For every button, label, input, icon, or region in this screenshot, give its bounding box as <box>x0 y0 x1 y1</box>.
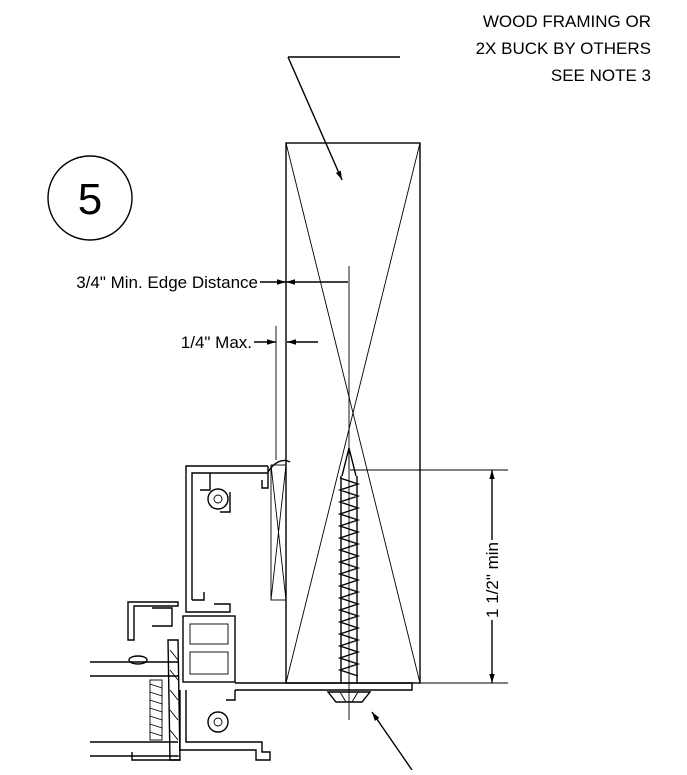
embedment-label: 1 1/2" min <box>483 542 502 618</box>
note-line-3: SEE NOTE 3 <box>551 66 651 85</box>
edge-distance-dimension: 3/4" Min. Edge Distance <box>76 266 350 470</box>
detail-number-callout: 5 <box>47 155 133 241</box>
window-frame-profile <box>127 465 413 761</box>
framing-note: WOOD FRAMING OR 2X BUCK BY OTHERS SEE NO… <box>476 12 651 85</box>
edge-distance-label: 3/4" Min. Edge Distance <box>76 273 258 292</box>
note-leader <box>287 56 400 181</box>
wood-screw <box>326 447 372 720</box>
detail-number: 5 <box>78 175 102 224</box>
max-gap-label: 1/4" Max. <box>181 333 252 352</box>
screw-leader <box>371 711 413 771</box>
embedment-dimension: 1 1/2" min <box>350 469 508 684</box>
note-line-2: 2X BUCK BY OTHERS <box>476 39 651 58</box>
max-gap-dimension: 1/4" Max. <box>181 326 318 460</box>
note-line-1: WOOD FRAMING OR <box>483 12 651 31</box>
shim <box>267 459 291 601</box>
glazing-unit <box>90 639 181 761</box>
